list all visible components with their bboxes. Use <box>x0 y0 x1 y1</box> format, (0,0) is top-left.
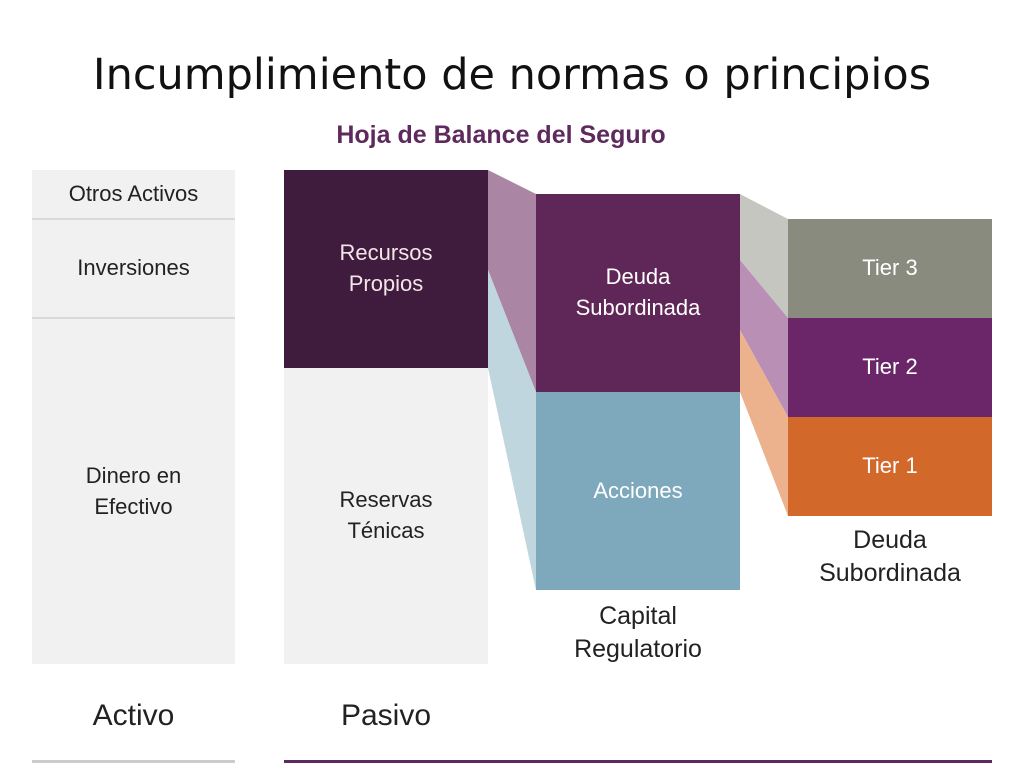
activo-dinero-efectivo-label: Dinero en Efectivo <box>85 462 182 519</box>
activo-label: Activo <box>92 699 175 732</box>
connector-recursos-propios <box>488 170 536 392</box>
slide-title: Incumplimiento de normas o principios <box>92 50 932 100</box>
tier1-label: Tier 1 <box>862 453 918 479</box>
tier3-label: Tier 3 <box>862 255 918 281</box>
deuda-subordinada-label: Deuda Subordinada <box>819 526 961 587</box>
capital-acciones: Acciones <box>536 392 740 590</box>
tier3-block: Tier 3 <box>788 219 992 318</box>
activo-inversiones-label: Inversiones <box>77 255 190 281</box>
connector-reservas-tecnicas <box>488 270 536 590</box>
pasivo-reservas-tecnicas: Reservas Ténicas <box>284 368 488 664</box>
tier1-block: Tier 1 <box>788 417 992 516</box>
capital-acciones-label: Acciones <box>593 477 683 503</box>
activo-dinero-efectivo: Dinero en Efectivo <box>32 319 235 664</box>
capital-deuda-subordinada: Deuda Subordinada <box>536 194 740 392</box>
activo-divider-1 <box>32 218 235 220</box>
connector-tier2 <box>740 260 788 417</box>
capital-regulatorio-label: Capital Regulatorio <box>574 602 702 663</box>
activo-otros-activos: Otros Activos <box>32 170 235 218</box>
connector-tier3 <box>740 194 788 318</box>
activo-divider-2 <box>32 317 235 319</box>
pasivo-recursos-propios-label: Recursos Propios <box>339 240 433 296</box>
pasivo-rule <box>284 760 992 763</box>
activo-rule <box>32 760 235 763</box>
activo-inversiones: Inversiones <box>32 220 235 317</box>
pasivo-reservas-tecnicas-label: Reservas Ténicas <box>339 487 433 543</box>
tier2-block: Tier 2 <box>788 318 992 417</box>
connector-tier1 <box>740 330 788 516</box>
pasivo-recursos-propios: Recursos Propios <box>284 170 488 368</box>
activo-otros-activos-label: Otros Activos <box>68 180 199 206</box>
capital-deuda-subordinada-label: Deuda Subordinada <box>575 264 701 320</box>
tier2-label: Tier 2 <box>862 354 918 380</box>
diagram-subtitle: Hoja de Balance del Seguro <box>336 121 666 149</box>
pasivo-label: Pasivo <box>340 699 432 732</box>
